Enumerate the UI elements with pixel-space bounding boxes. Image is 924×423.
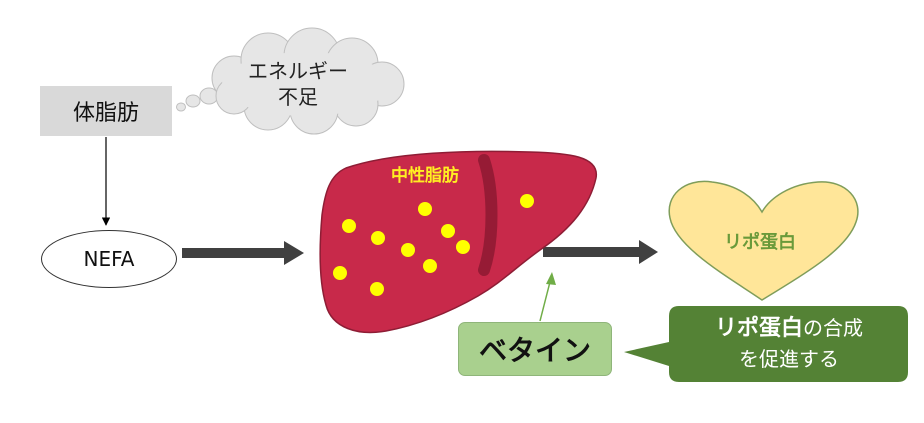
callout-bubble — [624, 306, 908, 382]
body-fat-box: 体脂肪 — [40, 86, 172, 136]
energy-shortage-line1: エネルギー — [248, 59, 348, 83]
nefa-ellipse: NEFA — [41, 230, 177, 288]
callout-line2: を促進する — [739, 347, 839, 371]
fat-dot — [333, 266, 347, 280]
fat-dot — [370, 282, 384, 296]
fat-dot — [418, 202, 432, 216]
callout-bold-term: リポ蛋白 — [714, 316, 803, 341]
callout-line1-rest: の合成 — [803, 316, 863, 340]
fat-dot — [520, 194, 534, 208]
energy-shortage-text: エネルギー 不足 — [218, 58, 378, 110]
betaine-box: ベタイン — [458, 322, 612, 376]
triglyceride-label: 中性脂肪 — [391, 166, 459, 186]
body-fat-label: 体脂肪 — [72, 101, 139, 126]
nefa-label: NEFA — [83, 247, 135, 271]
cloud-body — [222, 52, 390, 116]
betaine-label: ベタイン — [478, 334, 591, 367]
lipoprotein-heart — [668, 180, 859, 301]
arrow-nefa-to-liver — [182, 241, 304, 265]
thought-bubble-small — [176, 102, 186, 112]
energy-shortage-line2: 不足 — [278, 85, 318, 109]
arrow-betaine-effect — [539, 277, 552, 322]
fat-dot — [456, 240, 470, 254]
fat-dot — [401, 243, 415, 257]
lipoprotein-label: リポ蛋白 — [724, 232, 796, 253]
fat-dot — [441, 224, 455, 238]
arrow-liver-to-lipoprotein — [543, 240, 658, 264]
arrow-betaine-effect-head — [546, 272, 556, 285]
fat-droplets — [333, 194, 534, 296]
callout-text: リポ蛋白の合成 を促進する — [672, 313, 906, 374]
fat-dot — [342, 219, 356, 233]
thought-bubble-medium — [185, 94, 201, 108]
fat-dot — [423, 259, 437, 273]
liver-ligament-stripe — [478, 154, 498, 276]
fat-dot — [371, 231, 385, 245]
